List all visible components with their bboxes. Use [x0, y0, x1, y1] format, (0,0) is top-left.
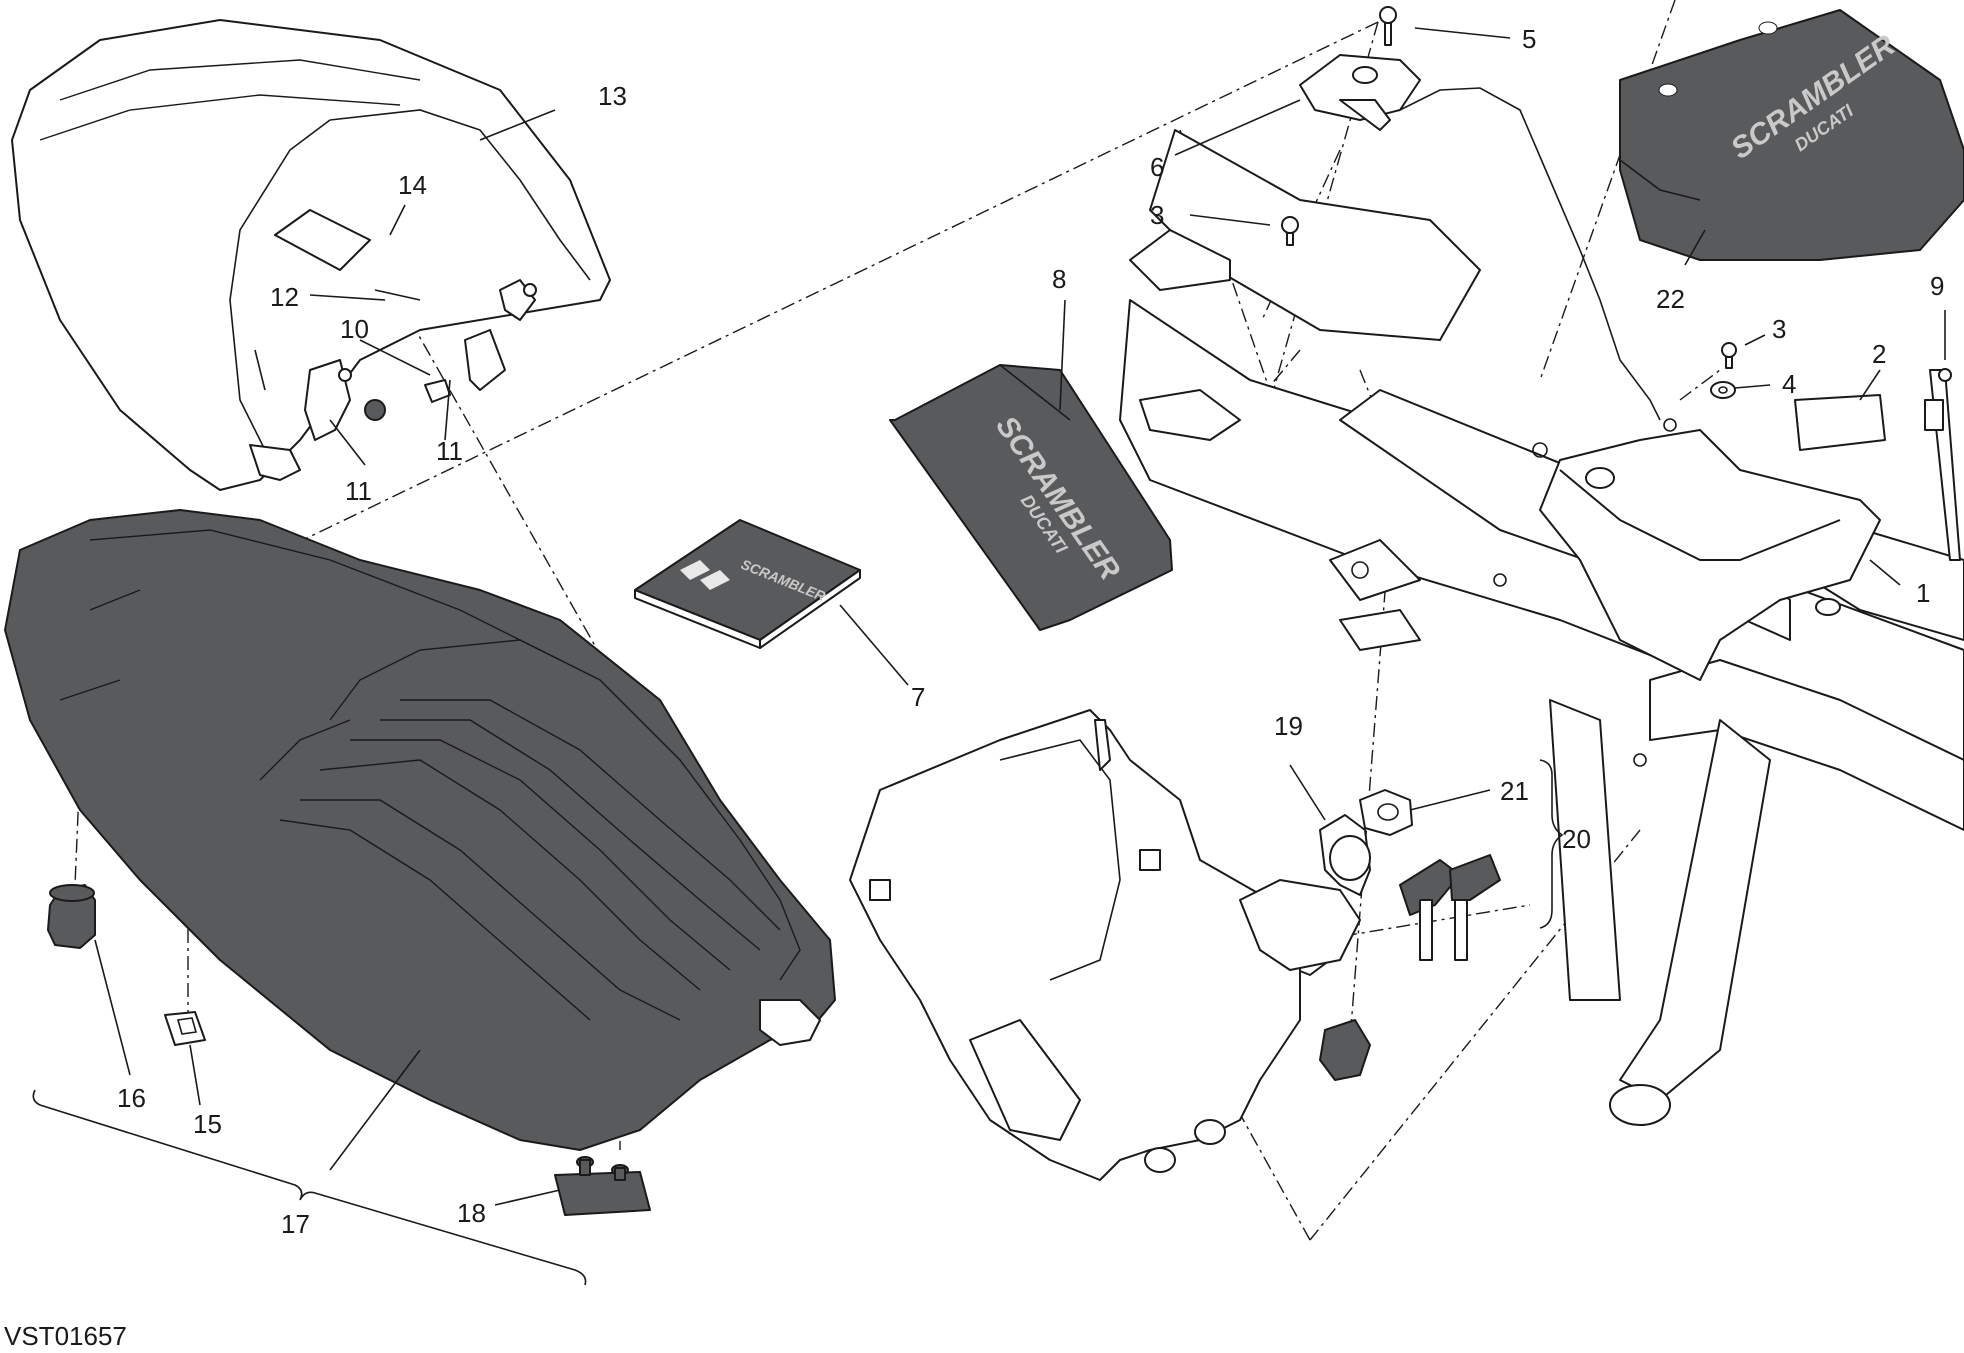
callout-12: 12 — [270, 282, 299, 312]
callout-21: 21 — [1500, 776, 1529, 806]
drawing-code: VST01657 — [4, 1321, 127, 1351]
rubber-bumper — [47, 884, 96, 949]
callout-5: 5 — [1522, 24, 1536, 54]
callout-11-right: 11 — [436, 436, 463, 466]
callout-22: 22 — [1656, 284, 1685, 314]
callout-3-top: 3 — [1150, 200, 1164, 230]
tool-bag: SCRAMBLER DUCATI — [1619, 9, 1964, 261]
screw-washer-right — [1710, 342, 1737, 399]
callout-7: 7 — [911, 682, 925, 712]
seat-cover-pouch: SCRAMBLER DUCATI — [889, 364, 1173, 631]
callout-1: 1 — [1916, 578, 1930, 608]
seat-latch — [1299, 54, 1677, 432]
callout-10: 10 — [340, 314, 369, 344]
seat-cowl-pad — [274, 209, 371, 271]
seat-clip — [164, 1011, 206, 1046]
tail-undertray — [849, 709, 1361, 1181]
cowl-hardware — [254, 279, 537, 441]
callout-17: 17 — [281, 1209, 310, 1239]
callout-9: 9 — [1930, 271, 1944, 301]
rubber-block — [1794, 394, 1886, 451]
leader-lines — [94, 27, 1946, 1206]
callout-15: 15 — [193, 1109, 222, 1139]
callout-8: 8 — [1052, 264, 1066, 294]
cable-tie — [1924, 368, 1961, 561]
screw-latch — [1379, 6, 1397, 46]
callout-13: 13 — [598, 81, 627, 111]
callout-4: 4 — [1782, 369, 1796, 399]
screw-top — [1281, 216, 1299, 246]
ignition-assembly-brace — [1539, 759, 1564, 929]
callout-19: 19 — [1274, 711, 1303, 741]
callout-16: 16 — [117, 1083, 146, 1113]
battery-tray — [1539, 429, 1881, 681]
callout-14: 14 — [398, 170, 427, 200]
seat-cowl — [11, 19, 611, 491]
owner-manual: SCRAMBLER — [634, 519, 861, 649]
ignition-lock — [1279, 789, 1501, 1081]
callout-18: 18 — [457, 1198, 486, 1228]
callout-3-right: 3 — [1772, 314, 1786, 344]
seat-assembly-brace — [32, 1089, 587, 1286]
seat-rubber-mount — [554, 1156, 651, 1216]
callout-6: 6 — [1150, 152, 1164, 182]
callout-2: 2 — [1872, 339, 1886, 369]
callout-labels: 1 2 3 3 4 5 6 7 8 9 10 11 11 12 13 14 15… — [117, 24, 1944, 1239]
callout-11-left: 11 — [345, 476, 372, 506]
callout-20: 20 — [1562, 824, 1591, 854]
main-seat — [4, 509, 836, 1151]
